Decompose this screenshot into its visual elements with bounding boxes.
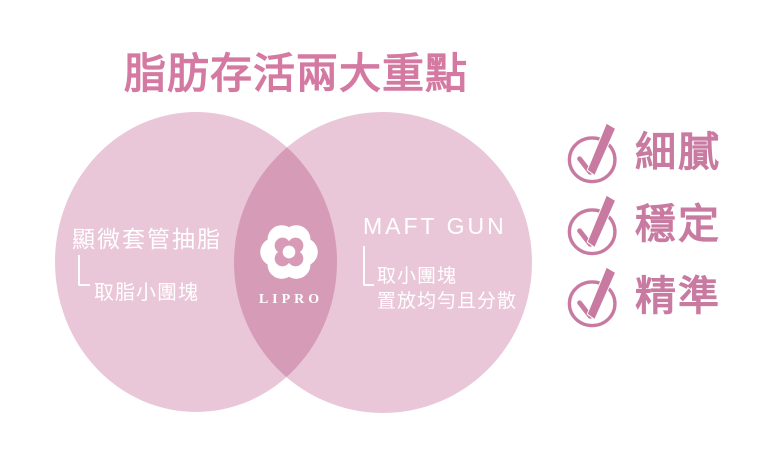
brand-name: LIPRO	[258, 292, 324, 307]
check-circle-icon	[567, 194, 617, 256]
page-title: 脂肪存活兩大重點	[124, 50, 469, 97]
left-bracket-line	[78, 255, 90, 286]
list-item: 細膩	[566, 120, 721, 184]
right-bracket-line	[363, 246, 374, 286]
check-label: 細膩	[635, 128, 721, 175]
list-item: 穩定	[566, 192, 721, 256]
left-circle-heading: 顯微套管抽脂	[72, 226, 222, 252]
check-circle-icon	[567, 122, 617, 184]
flower-icon	[260, 225, 318, 279]
check-label: 穩定	[635, 200, 721, 247]
right-circle-subtext-line2: 置放均勻且分散	[377, 290, 518, 312]
right-circle-subtext-line1: 取小團塊	[377, 266, 458, 287]
right-circle-subtext: 取小團塊 置放均勻且分散	[377, 265, 517, 314]
benefits-checklist: 細膩 穩定 精準	[566, 120, 721, 336]
check-label: 精準	[635, 272, 721, 319]
right-circle-heading: MAFT GUN	[363, 213, 507, 239]
check-circle-icon	[567, 266, 617, 328]
lipro-logo: LIPRO	[250, 213, 328, 308]
left-circle-subtext: 取脂小團塊	[94, 282, 199, 304]
list-item: 精準	[566, 264, 721, 328]
